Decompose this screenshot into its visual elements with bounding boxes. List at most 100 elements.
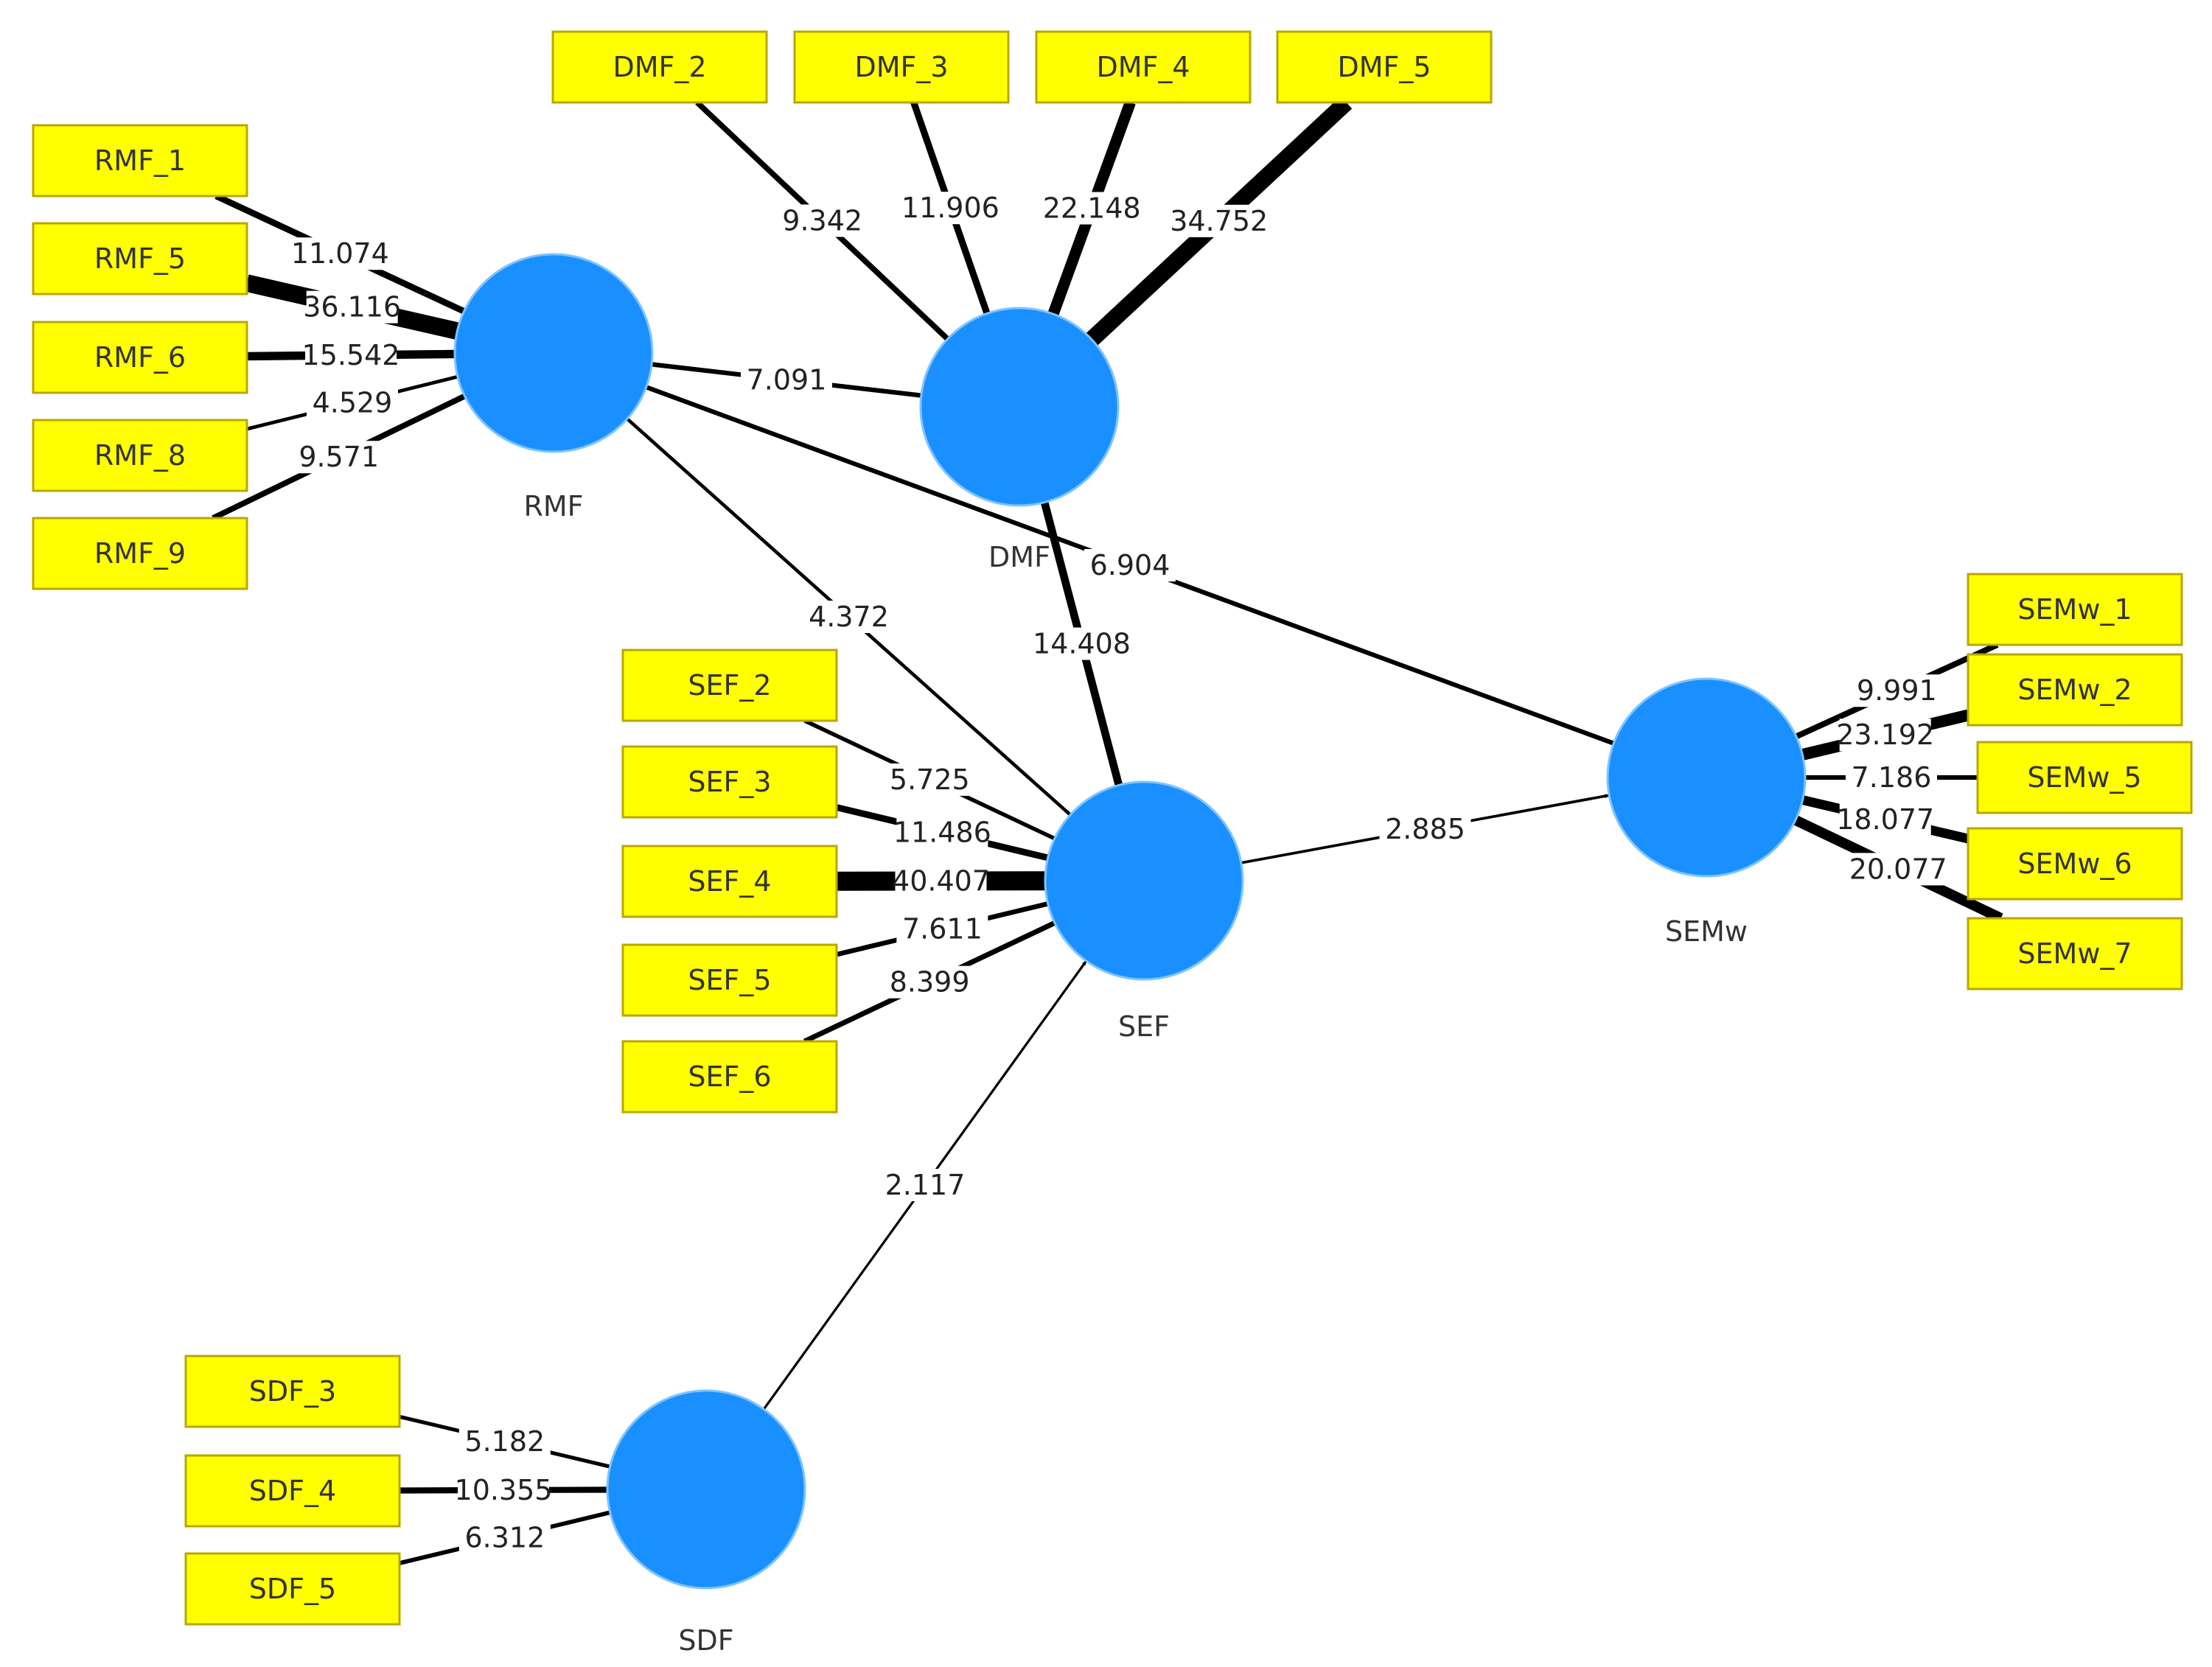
indicator-semw-6[interactable]: SEMw_6 [1967, 827, 2183, 901]
indicator-dmf-4[interactable]: DMF_4 [1035, 30, 1252, 104]
path-coefficient-background [879, 1169, 971, 1201]
indicator-box[interactable] [1967, 827, 2183, 901]
path-coefficient-sdf-to-sef: 2.117 [879, 1169, 971, 1201]
indicator-semw-1[interactable]: SEMw_1 [1967, 573, 2183, 646]
path-coefficient-value: 20.077 [1849, 853, 1947, 885]
indicator-label: SEMw_1 [2017, 593, 2132, 626]
indicator-label: RMF_5 [94, 242, 186, 275]
indicator-dmf-3[interactable]: DMF_3 [793, 30, 1010, 104]
path-coefficient-value: 2.885 [1385, 813, 1465, 845]
indicator-box[interactable] [1967, 653, 2183, 727]
indicator-box[interactable] [1976, 741, 2193, 814]
construct-circle[interactable] [1606, 677, 1807, 878]
path-coefficient-background [1084, 549, 1176, 581]
path-coefficient-value: 9.571 [299, 441, 379, 473]
indicator-box[interactable] [32, 517, 248, 590]
indicator-box[interactable] [1035, 30, 1252, 104]
path-coefficient-background [1851, 674, 1943, 707]
indicator-box[interactable] [1967, 917, 2183, 990]
indicator-label: SEF_3 [688, 766, 771, 798]
indicator-sef-2[interactable]: SEF_2 [621, 649, 838, 722]
indicator-semw-2[interactable]: SEMw_2 [1967, 653, 2183, 727]
construct-circle[interactable] [1044, 780, 1244, 981]
path-coefficient-value: 6.904 [1090, 549, 1170, 581]
indicator-box[interactable] [1276, 30, 1493, 104]
indicator-box[interactable] [621, 943, 838, 1017]
indicator-sdf-5[interactable]: SDF_5 [184, 1552, 401, 1626]
indicator-sdf-3[interactable]: SDF_3 [184, 1355, 401, 1428]
path-coefficient-sdf-to-sdf_4: 10.355 [455, 1473, 553, 1506]
path-coefficient-dmf-to-sef: 14.408 [1033, 627, 1131, 660]
construct-dmf[interactable]: DMF [919, 307, 1120, 573]
indicator-box[interactable] [184, 1454, 401, 1528]
indicator-box[interactable] [621, 649, 838, 722]
indicator-box[interactable] [551, 30, 768, 104]
path-coefficient-background [1839, 719, 1931, 752]
indicator-box[interactable] [32, 222, 248, 296]
path-coefficient-background [803, 601, 895, 633]
construct-rmf[interactable]: RMF [453, 253, 654, 523]
path-coefficient-semw-to-semw_1: 9.991 [1851, 674, 1943, 707]
construct-circle[interactable] [453, 253, 654, 453]
path-coefficient-value: 18.077 [1836, 803, 1934, 836]
indicator-rmf-1[interactable]: RMF_1 [32, 124, 248, 198]
indicator-box[interactable] [793, 30, 1010, 104]
construct-label: SEF [1118, 1010, 1170, 1043]
path-coefficient-value: 10.355 [455, 1474, 553, 1506]
path-coefficient-sdf-to-sdf_3: 5.182 [458, 1425, 551, 1458]
indicator-box[interactable] [621, 1040, 838, 1114]
indicator-semw-5[interactable]: SEMw_5 [1976, 741, 2193, 814]
indicator-rmf-8[interactable]: RMF_8 [32, 419, 248, 492]
path-coefficient-background [776, 204, 868, 237]
indicator-label: SDF_3 [249, 1375, 336, 1408]
path-coefficient-value: 4.372 [809, 601, 889, 633]
indicator-rmf-6[interactable]: RMF_6 [32, 321, 248, 394]
construct-sef[interactable]: SEF [1044, 780, 1244, 1043]
indicator-box[interactable] [184, 1552, 401, 1626]
indicator-sef-5[interactable]: SEF_5 [621, 943, 838, 1017]
path-coefficient-value: 22.148 [1043, 192, 1141, 225]
construct-semw[interactable]: SEMw [1606, 677, 1807, 948]
indicator-box[interactable] [32, 321, 248, 394]
indicator-sef-3[interactable]: SEF_3 [621, 745, 838, 819]
path-coefficient-value: 4.529 [313, 387, 393, 419]
indicator-box[interactable] [32, 124, 248, 198]
path-coefficient-background [306, 290, 398, 324]
indicator-label: DMF_3 [854, 51, 948, 83]
construct-label: DMF [988, 541, 1050, 573]
path-coefficient-dmf-to-dmf_2: 9.342 [776, 204, 868, 237]
path-coefficient-background [741, 363, 832, 396]
indicator-label: SEMw_6 [2017, 848, 2132, 880]
indicator-rmf-9[interactable]: RMF_9 [32, 517, 248, 590]
path-coefficient-sef-to-sef_6: 8.399 [884, 965, 976, 999]
construct-sdf[interactable]: SDF [606, 1389, 806, 1657]
indicator-sef-4[interactable]: SEF_4 [621, 845, 838, 918]
indicator-box[interactable] [621, 745, 838, 819]
indicator-rmf-5[interactable]: RMF_5 [32, 222, 248, 296]
indicator-dmf-2[interactable]: DMF_2 [551, 30, 768, 104]
path-coefficient-value: 8.399 [890, 966, 970, 999]
path-coefficient-semw-to-semw_5: 7.186 [1846, 761, 1937, 794]
indicator-dmf-5[interactable]: DMF_5 [1276, 30, 1493, 104]
indicator-box[interactable] [1967, 573, 2183, 646]
path-coefficient-background [294, 237, 386, 270]
path-coefficient-value: 23.192 [1836, 719, 1934, 751]
indicator-semw-7[interactable]: SEMw_7 [1967, 917, 2183, 990]
path-coefficient-rmf-to-dmf: 7.091 [741, 363, 832, 396]
construct-circle[interactable] [606, 1389, 806, 1590]
path-coefficient-value: 7.186 [1852, 761, 1932, 794]
path-coefficient-background [895, 864, 987, 898]
path-coefficient-background [458, 1473, 550, 1506]
path-coefficient-background [305, 338, 397, 371]
path-coefficient-value: 11.906 [901, 192, 999, 224]
indicator-sdf-4[interactable]: SDF_4 [184, 1454, 401, 1528]
path-coefficient-rmf-to-semw: 6.904 [1084, 549, 1176, 581]
indicator-sef-6[interactable]: SEF_6 [621, 1040, 838, 1114]
indicator-box[interactable] [184, 1355, 401, 1428]
path-coefficient-background [1852, 853, 1944, 886]
construct-circle[interactable] [919, 307, 1120, 507]
indicator-box[interactable] [32, 419, 248, 492]
indicator-box[interactable] [621, 845, 838, 918]
path-coefficient-value: 14.408 [1033, 628, 1131, 660]
